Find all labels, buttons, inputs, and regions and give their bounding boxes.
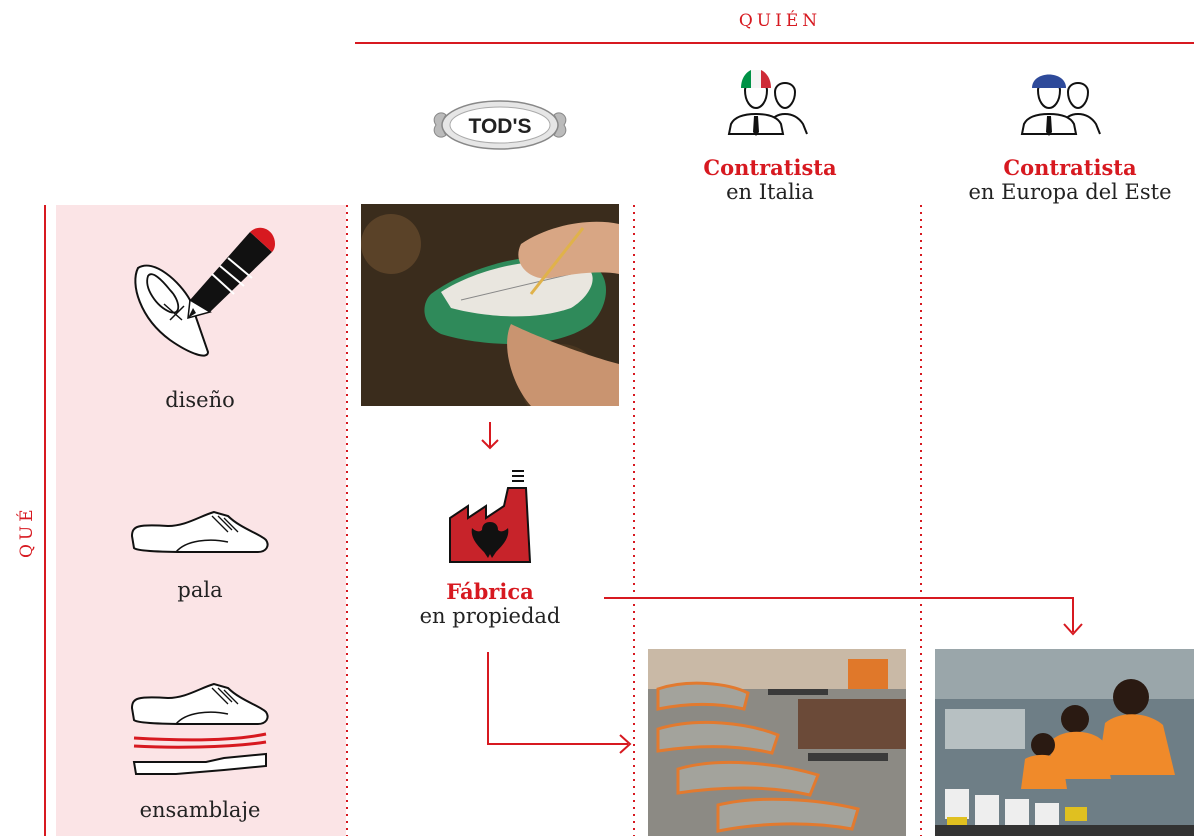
italy-production-photo bbox=[648, 649, 906, 836]
arrow-down-icon bbox=[481, 422, 499, 450]
quien-header: QUIÉN bbox=[738, 11, 822, 31]
que-rule bbox=[44, 205, 46, 836]
east-europe-contractor-title: Contratista bbox=[1003, 155, 1137, 180]
shoe-upper-icon bbox=[130, 510, 269, 553]
arrow-to-east-europe bbox=[604, 597, 1083, 636]
design-photo bbox=[361, 204, 619, 406]
step-label-pala: pala bbox=[177, 578, 223, 602]
italy-contractor-title: Contratista bbox=[703, 155, 837, 180]
east-europe-contractor-label: Contratista en Europa del Este bbox=[960, 155, 1180, 204]
east-europe-contractor-icon bbox=[1020, 74, 1101, 136]
italy-contractor-subtitle: en Italia bbox=[726, 180, 814, 204]
step-label-diseno: diseño bbox=[165, 388, 235, 412]
albania-eagle-icon bbox=[471, 522, 509, 558]
east-europe-workers-photo bbox=[935, 649, 1194, 836]
quien-rule bbox=[355, 42, 1194, 44]
factory-albania-icon bbox=[449, 470, 532, 563]
arrow-to-italy bbox=[487, 652, 632, 754]
tods-logo-text: TOD'S bbox=[469, 115, 532, 138]
tods-logo: TOD'S bbox=[433, 100, 567, 150]
east-europe-contractor-subtitle: en Europa del Este bbox=[968, 180, 1172, 204]
pencil-on-shoe-sole-icon bbox=[134, 227, 275, 357]
italy-contractor-icon bbox=[727, 70, 808, 136]
shoe-assembly-icon bbox=[130, 682, 269, 775]
step-label-ensamblaje: ensamblaje bbox=[139, 798, 261, 822]
factory-subtitle: en propiedad bbox=[419, 604, 561, 628]
factory-label: Fábrica en propiedad bbox=[390, 579, 590, 628]
italy-contractor-label: Contratista en Italia bbox=[670, 155, 870, 204]
factory-title: Fábrica bbox=[446, 579, 534, 604]
